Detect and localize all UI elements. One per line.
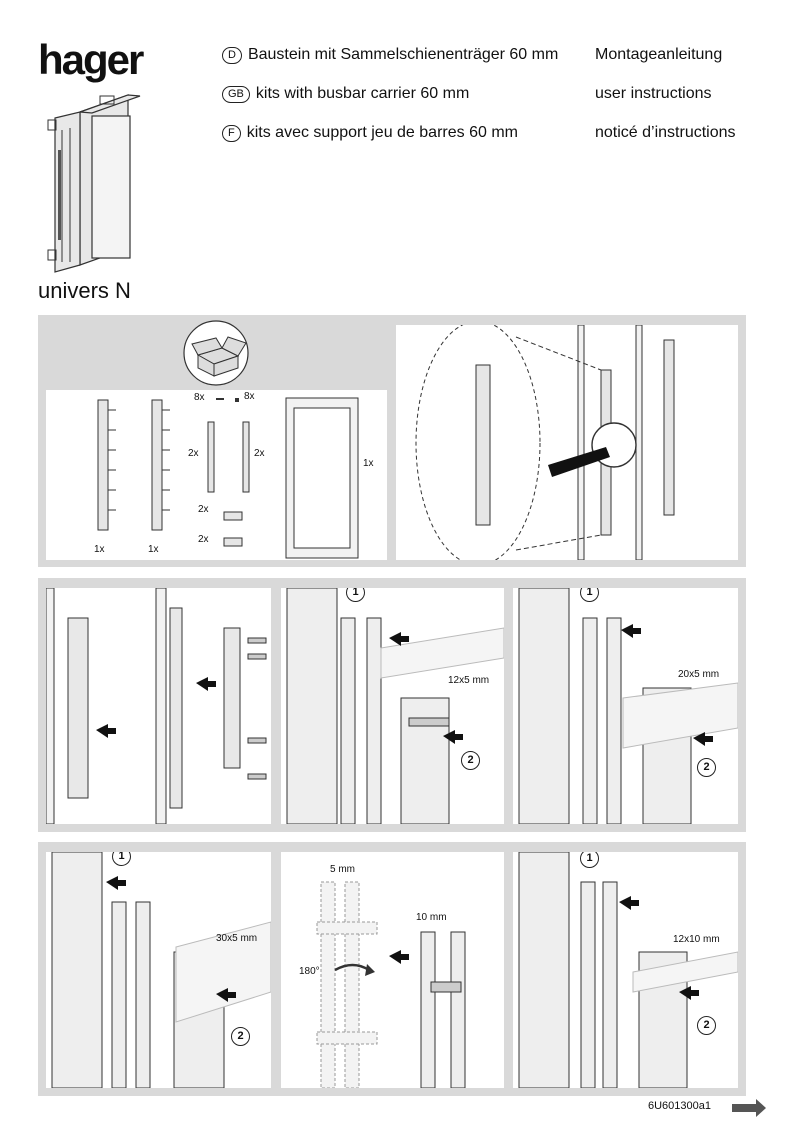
title-de: D Baustein mit Sammelschienenträger 60 mm [222,46,558,64]
qty-screws-a: 8x [194,392,205,403]
step-1-badge-c: 1 [112,852,131,866]
overview-illustration [415,325,675,560]
fix-carrier-illustration [46,588,267,824]
parts-illustration [97,397,359,559]
qty-bar-a: 2x [188,448,199,459]
step-2-badge-c: 2 [231,1027,250,1046]
busbar-size-20x5: 20x5 mm [678,669,720,680]
lang-badge-de: D [222,47,242,64]
rotate-180-label: 180° [299,966,320,977]
product-name: univers N [38,278,131,303]
title-de-text: Baustein mit Sammelschienenträger 60 mm [247,46,559,63]
qty-clip-b: 2x [198,534,209,545]
panel-fix-carrier [46,588,271,824]
step-2-badge-d: 2 [697,1016,716,1035]
title-gb-text: kits with busbar carrier 60 mm [255,85,470,102]
step-2-badge: 2 [461,751,480,770]
instructions-de: Montageanleitung [595,46,723,63]
qty-clip-a: 2x [198,504,209,515]
busbar-size-10: 10 mm [416,912,447,923]
panel-busbar-20x5: 1 2 20x5 mm [513,588,738,824]
qty-carrier-a: 1x [94,544,105,555]
busbar-12x5-illustration [286,588,504,824]
box-icon [183,320,249,386]
step-1-badge-b: 1 [580,588,599,602]
cabinet-illustration [47,94,141,273]
rotate-illustration [316,881,466,1088]
step-1-badge-d: 1 [580,852,599,868]
lang-badge-fr: F [222,125,241,142]
qty-screws-b: 8x [244,391,255,402]
busbar-size-12x10: 12x10 mm [673,934,720,945]
panel-busbar-12x10: 1 2 12x10 mm [513,852,738,1088]
busbar-size-5: 5 mm [330,864,355,875]
panel-overview [396,325,738,560]
document-code: 6U601300a1 [648,1100,712,1112]
lang-badge-gb: GB [222,86,250,103]
panel-rotate-5-10: 5 mm 10 mm 180° [281,852,504,1088]
panel-busbar-12x5: 1 2 12x5 mm [281,588,504,824]
hager-logo: hager [38,36,144,83]
instructions-fr: noticé d’instructions [595,124,736,141]
step-2-badge-b: 2 [697,758,716,777]
busbar-30x5-illustration [51,852,271,1088]
qty-bar-b: 2x [254,448,265,459]
panel-package-contents: 1x 1x 8x 8x 2x 2x 2x 2x 1x [46,390,387,560]
title-gb: GB kits with busbar carrier 60 mm [222,85,469,103]
panel-busbar-30x5: 1 2 30x5 mm [46,852,271,1088]
instructions-gb: user instructions [595,85,712,102]
qty-carrier-b: 1x [148,544,159,555]
busbar-size-12x5: 12x5 mm [448,675,490,686]
busbar-12x10-illustration [518,852,738,1088]
title-fr-text: kits avec support jeu de barres 60 mm [246,124,518,141]
busbar-20x5-illustration [518,588,738,824]
busbar-size-30x5: 30x5 mm [216,933,258,944]
step-1-badge: 1 [346,588,365,602]
qty-frame: 1x [363,458,374,469]
